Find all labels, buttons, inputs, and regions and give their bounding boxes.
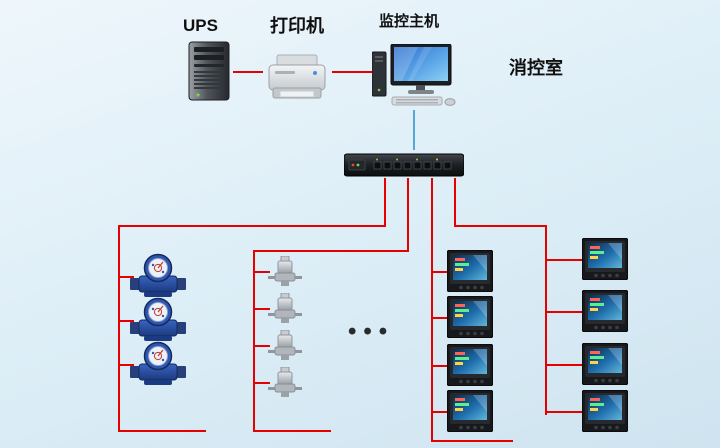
printer-device — [263, 50, 331, 104]
sensor-stub-line — [253, 382, 270, 384]
switch-drop-line — [454, 178, 456, 227]
branch2-horizontal-line — [253, 250, 409, 252]
meter-stub-line — [431, 411, 449, 413]
meter-stub-line — [545, 311, 584, 313]
ups-printer-line — [233, 71, 263, 73]
water-meter — [130, 341, 186, 387]
water-meter — [130, 253, 186, 299]
panel-meter — [447, 250, 493, 292]
meter-stub-line — [545, 364, 584, 366]
branch4-horizontal-line — [454, 225, 547, 227]
panel-meter — [582, 343, 628, 385]
sensor-bus-end-line — [253, 430, 331, 432]
panel-meter — [582, 238, 628, 280]
host-label: 监控主机 — [379, 13, 440, 30]
printer-label: 打印机 — [270, 16, 324, 36]
switch-drop-line — [431, 178, 433, 442]
meter-stub-line — [431, 317, 449, 319]
host-switch-uplink-line — [413, 110, 415, 150]
valve-sensor — [268, 367, 302, 397]
sensor-stub-line — [253, 345, 270, 347]
valve-sensor — [268, 293, 302, 323]
panel-meter — [447, 344, 493, 386]
ups-device — [186, 40, 232, 102]
ups-label: UPS — [183, 16, 218, 35]
water-meter — [130, 297, 186, 343]
water-meter-bus-line — [118, 225, 120, 432]
control-room-label: 消控室 — [509, 58, 563, 78]
sensor-stub-line — [253, 271, 270, 273]
switch-drop-line — [384, 178, 386, 227]
panel-meter — [447, 390, 493, 432]
panel-meter — [447, 296, 493, 338]
valve-sensor — [268, 330, 302, 360]
sensor-stub-line — [253, 308, 270, 310]
meter-stub-line — [431, 271, 449, 273]
meter-stub-line — [545, 259, 584, 261]
meter-bus3-end-line — [431, 440, 513, 442]
switch-device — [344, 152, 464, 178]
panel-meter — [582, 290, 628, 332]
water-meter-stub-line — [118, 364, 134, 366]
meter-bus4-line — [545, 225, 547, 415]
sensor-bus-line — [253, 250, 255, 432]
water-meter-stub-line — [118, 276, 134, 278]
monitoring-host-device — [372, 44, 460, 106]
meter-stub-line — [545, 411, 584, 413]
branch1-horizontal-line — [118, 225, 386, 227]
water-meter-bus-end-line — [118, 430, 206, 432]
ellipsis: ••• — [348, 318, 395, 345]
water-meter-stub-line — [118, 320, 134, 322]
panel-meter — [582, 390, 628, 432]
valve-sensor — [268, 256, 302, 286]
printer-host-line — [332, 71, 372, 73]
meter-stub-line — [431, 365, 449, 367]
switch-drop-line — [407, 178, 409, 252]
